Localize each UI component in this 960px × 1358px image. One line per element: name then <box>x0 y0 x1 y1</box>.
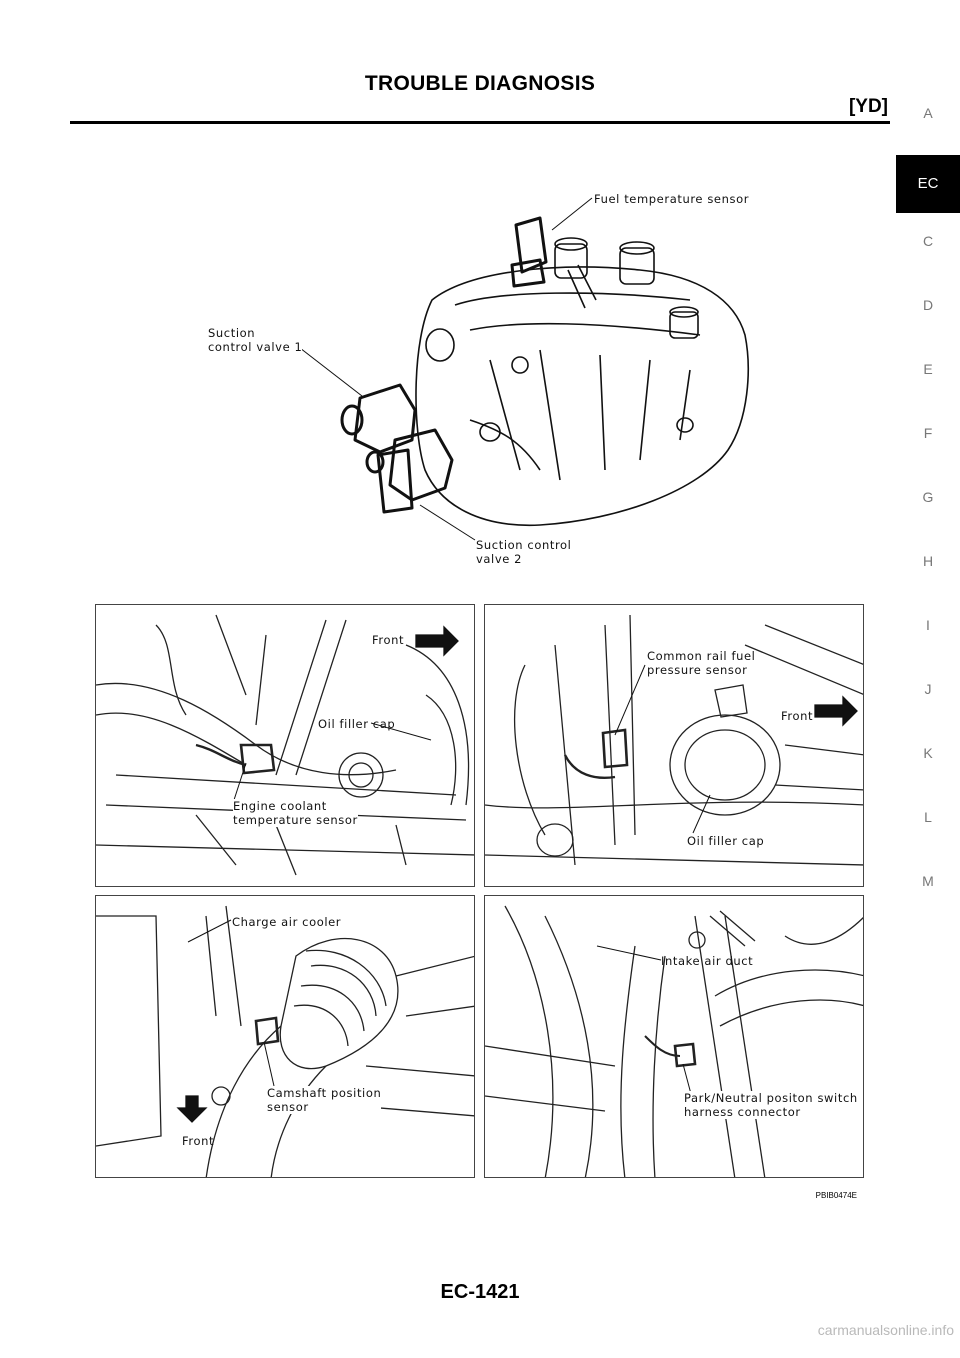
side-tab-h[interactable]: H <box>922 553 934 569</box>
label-suction-valve-1: Suction control valve 1 <box>208 326 303 354</box>
label-pnp-connector: Park/Neutral positon switch harness conn… <box>684 1091 858 1119</box>
side-index: A EC C D E F G H I J K L M <box>896 88 960 920</box>
label-intake-air-duct: Intake air duct <box>661 954 754 968</box>
section-code: [YD] <box>848 96 888 117</box>
photo-panel-rail-pressure-sensor: Common rail fuel pressure sensor Front O… <box>484 604 864 887</box>
label-suction-valve-2: Suction control valve 2 <box>476 538 572 566</box>
label-camshaft-sensor: Camshaft position sensor <box>267 1086 382 1114</box>
fuel-pump-illustration <box>299 197 749 541</box>
panel3-drawing <box>96 905 474 1177</box>
photo-panel-camshaft-sensor: Charge air cooler Camshaft position sens… <box>95 895 475 1178</box>
page-title: TROUBLE DIAGNOSIS <box>364 72 596 95</box>
side-tab-l[interactable]: L <box>924 809 932 825</box>
label-ect-sensor: Engine coolant temperature sensor <box>233 799 358 827</box>
label-fuel-temp-sensor: Fuel temperature sensor <box>594 192 750 206</box>
side-tab-c[interactable]: C <box>922 233 934 249</box>
label-front-3: Front <box>182 1134 215 1148</box>
label-rail-pressure-sensor: Common rail fuel pressure sensor <box>647 649 756 677</box>
photo-panel-pnp-connector: Intake air duct Park/Neutral positon swi… <box>484 895 864 1178</box>
watermark: carmanualsonline.info <box>817 1322 954 1338</box>
figure-code: PBIB0474E <box>815 1191 857 1200</box>
label-oil-filler-cap-2: Oil filler cap <box>687 834 765 848</box>
label-charge-air-cooler: Charge air cooler <box>232 915 342 929</box>
side-tab-m[interactable]: M <box>922 873 934 889</box>
panel1-drawing <box>96 614 474 876</box>
side-tab-k[interactable]: K <box>923 745 933 761</box>
side-tab-j[interactable]: J <box>924 681 932 697</box>
side-tab-a[interactable]: A <box>923 105 933 121</box>
side-tab-ec[interactable]: EC <box>896 155 960 213</box>
side-tab-f[interactable]: F <box>923 425 933 441</box>
side-tab-e[interactable]: E <box>923 361 933 377</box>
panel4-drawing <box>485 905 863 1177</box>
label-front-2: Front <box>781 709 814 723</box>
side-tab-d[interactable]: D <box>922 297 934 313</box>
panel2-drawing <box>485 614 863 866</box>
side-tab-i[interactable]: I <box>926 617 930 633</box>
photo-panel-ect-sensor: Front Oil filler cap Engine coolant temp… <box>95 604 475 887</box>
side-tab-g[interactable]: G <box>922 489 934 505</box>
header-rule <box>70 121 890 124</box>
label-oil-filler-cap-1: Oil filler cap <box>318 717 396 731</box>
page-number: EC-1421 <box>440 1281 520 1303</box>
label-front-1: Front <box>372 633 405 647</box>
